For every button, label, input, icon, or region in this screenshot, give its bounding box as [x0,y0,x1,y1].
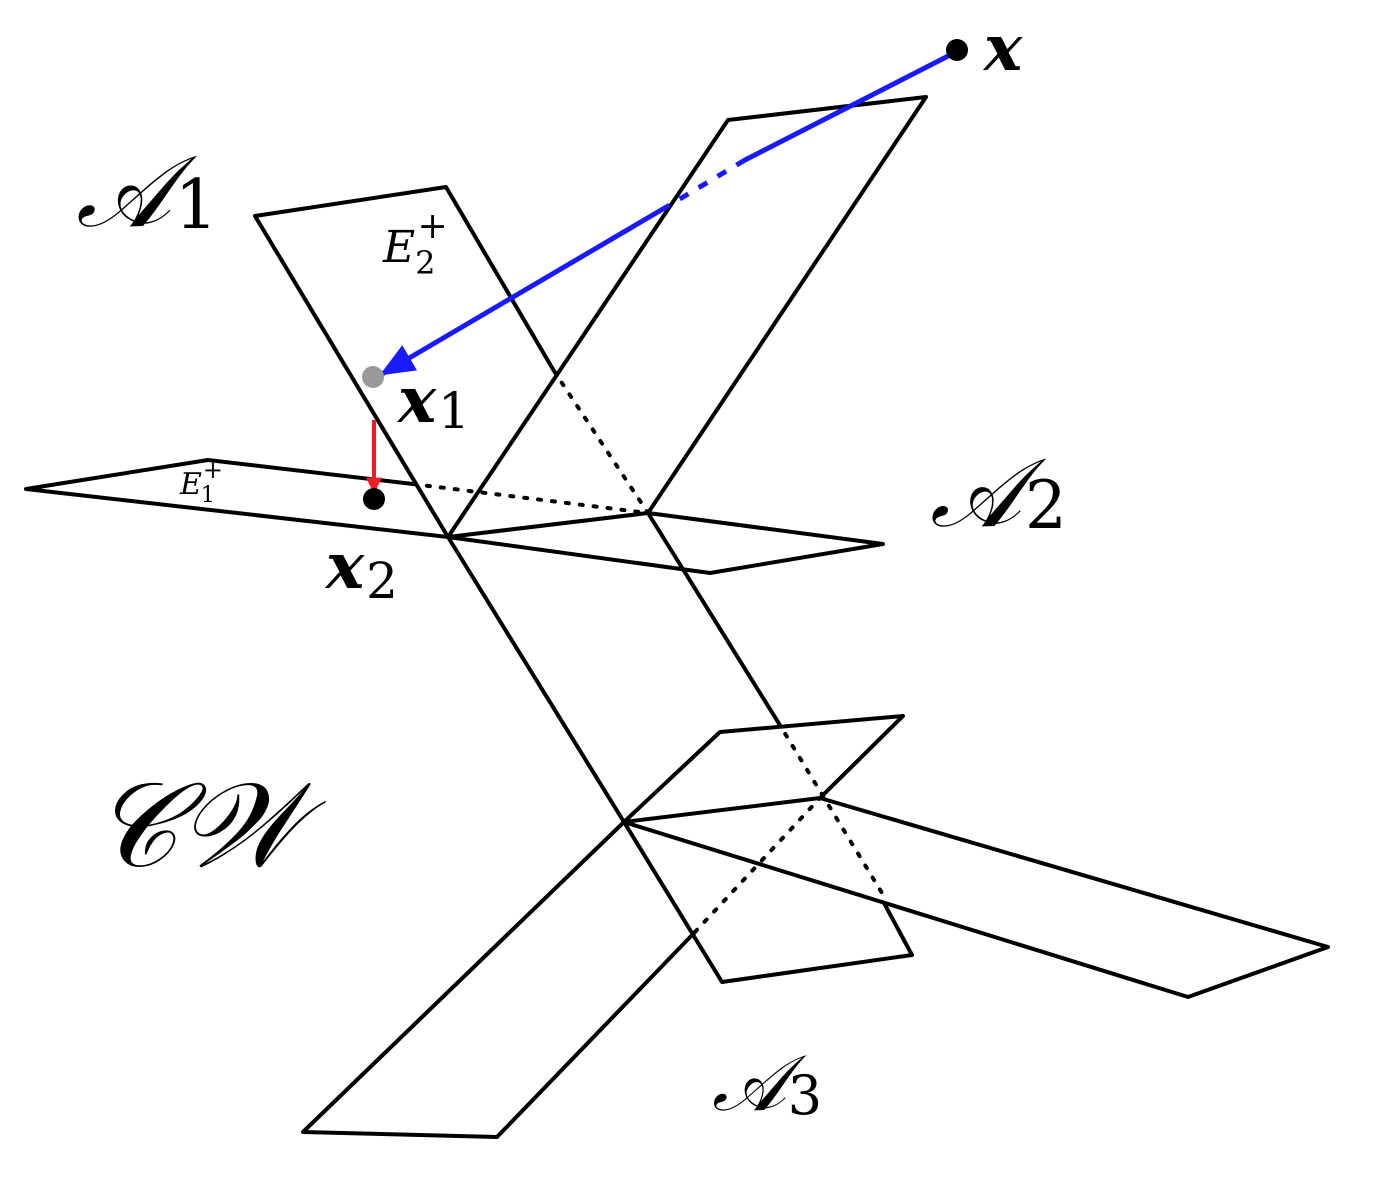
label-a3: 𝒜3 [712,1039,822,1129]
label-x: x [982,11,1023,86]
plane-e2 [253,185,650,539]
point-x [946,39,968,61]
label-e2: E2+ [382,206,448,282]
label-cw: 𝒞𝒲 [92,756,326,894]
plane-upper-right [446,95,928,539]
projection-arrow [379,49,959,377]
plane-lower-a3 [622,714,914,984]
label-x2: x2 [324,529,398,610]
label-a1: 𝒜1 [76,133,218,250]
point-x2 [363,488,385,510]
label-e1: E1+ [179,456,223,508]
label-x1: x1 [396,363,470,440]
label-a2: 𝒜2 [930,437,1067,549]
central-edges [446,511,780,824]
plane-lower-left [301,796,822,1139]
plane-e1 [24,458,885,575]
point-x1 [362,366,384,388]
plane-lower-right [622,796,1330,999]
